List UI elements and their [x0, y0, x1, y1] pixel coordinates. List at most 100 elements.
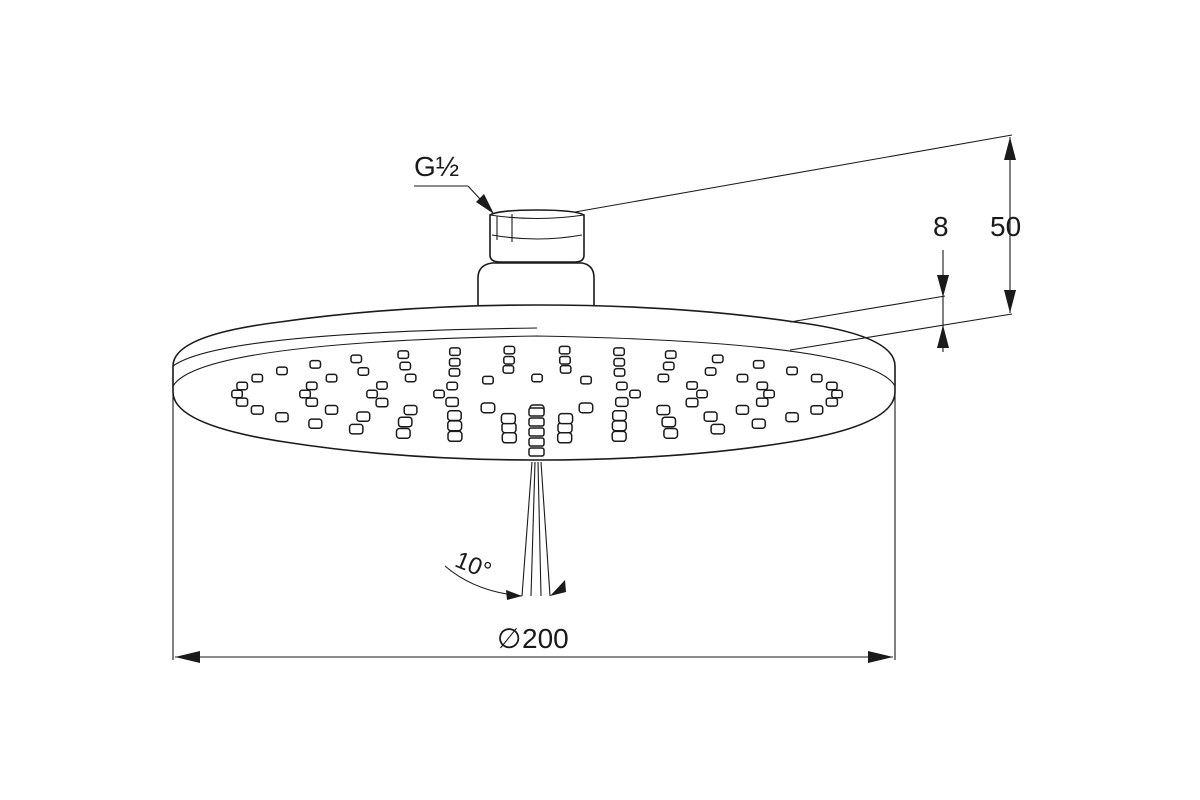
nozzle: [395, 427, 411, 439]
nozzle: [613, 347, 626, 357]
spray-cone: [521, 461, 551, 597]
nozzle: [810, 404, 824, 415]
nozzle: [756, 381, 769, 391]
nozzle: [558, 355, 571, 365]
nozzle: [447, 430, 463, 443]
diameter-symbol: ∅: [497, 623, 521, 654]
nozzle: [366, 389, 379, 399]
angle-dimension: 10°: [444, 546, 566, 600]
nozzle: [446, 381, 459, 391]
nozzle: [657, 373, 670, 383]
nozzle: [736, 373, 749, 383]
height-plate-label: 8: [933, 211, 949, 242]
nozzle: [663, 427, 679, 439]
nozzle: [763, 389, 776, 399]
thread-connector: [489, 209, 585, 263]
nozzle: [309, 359, 322, 369]
center-nozzle: [528, 447, 545, 457]
nozzle: [448, 347, 461, 357]
nozzle: [751, 418, 766, 430]
nozzle: [275, 366, 288, 376]
center-nozzle: [528, 427, 545, 437]
nozzle: [503, 345, 516, 355]
nozzle: [305, 381, 318, 391]
nozzle: [275, 412, 289, 423]
nozzle: [825, 397, 839, 407]
nozzle: [251, 373, 264, 383]
nozzle: [235, 397, 249, 407]
nozzle: [397, 416, 413, 428]
nozzle: [686, 380, 699, 390]
nozzle: [710, 423, 726, 435]
nozzle: [500, 412, 517, 425]
nozzle: [611, 420, 627, 432]
nozzle: [810, 373, 823, 383]
nozzle: [481, 375, 494, 385]
nozzle: [305, 397, 319, 407]
center-nozzle: [528, 437, 545, 447]
height-dimensions: 50 8: [574, 134, 1021, 352]
nozzle: [231, 389, 244, 399]
nozzle: [615, 381, 628, 391]
nozzle: [399, 361, 412, 371]
nozzle: [447, 420, 463, 432]
nozzle: [755, 397, 769, 407]
nozzle: [503, 355, 516, 365]
nozzle: [375, 380, 388, 390]
nozzle: [661, 416, 677, 428]
nozzle: [559, 364, 572, 374]
nozzle: [786, 366, 799, 376]
nozzle: [696, 389, 709, 399]
nozzle: [735, 404, 750, 415]
nozzle: [433, 389, 446, 399]
nozzle: [703, 411, 718, 422]
center-nozzle: [528, 417, 545, 427]
nozzle: [350, 354, 363, 364]
nozzle: [613, 357, 626, 367]
diameter-value: 200: [522, 623, 569, 654]
nozzle: [348, 423, 364, 435]
nozzle: [704, 366, 717, 376]
nozzle: [662, 361, 675, 371]
spray-angle-label: 10°: [451, 546, 495, 585]
nozzle: [556, 432, 573, 444]
height-total-label: 50: [990, 211, 1021, 242]
nozzle: [501, 432, 518, 444]
thread-dimension: G½: [414, 151, 494, 214]
center-nozzle: [528, 407, 545, 417]
nozzle: [308, 418, 323, 430]
thread-label: G½: [414, 151, 459, 182]
nozzle: [448, 357, 461, 367]
nozzle: [356, 411, 371, 422]
nozzle: [614, 396, 629, 408]
nozzle: [629, 389, 642, 399]
nozzle: [250, 404, 264, 415]
nozzle: [502, 364, 515, 374]
diameter-dimension: ∅ 200: [172, 392, 896, 663]
nozzle: [785, 412, 799, 423]
nozzle: [557, 412, 574, 425]
nozzle: [752, 359, 765, 369]
nozzle: [611, 430, 627, 443]
nozzle: [325, 373, 338, 383]
nozzle: [580, 375, 593, 385]
nozzle: [613, 367, 626, 377]
nozzle: [299, 389, 312, 399]
nozzle: [236, 381, 249, 391]
nozzle: [404, 373, 417, 383]
nozzle: [664, 350, 677, 360]
nozzle: [685, 397, 699, 408]
nozzle: [446, 410, 462, 422]
nozzle: [531, 373, 544, 383]
neck: [477, 262, 595, 307]
nozzle: [656, 404, 671, 416]
nozzle: [397, 350, 410, 360]
nozzle: [578, 402, 594, 414]
nozzle: [831, 389, 844, 399]
nozzle: [357, 366, 370, 376]
nozzle: [480, 402, 496, 414]
nozzle: [611, 410, 627, 422]
nozzle: [558, 345, 571, 355]
nozzle: [448, 367, 461, 377]
